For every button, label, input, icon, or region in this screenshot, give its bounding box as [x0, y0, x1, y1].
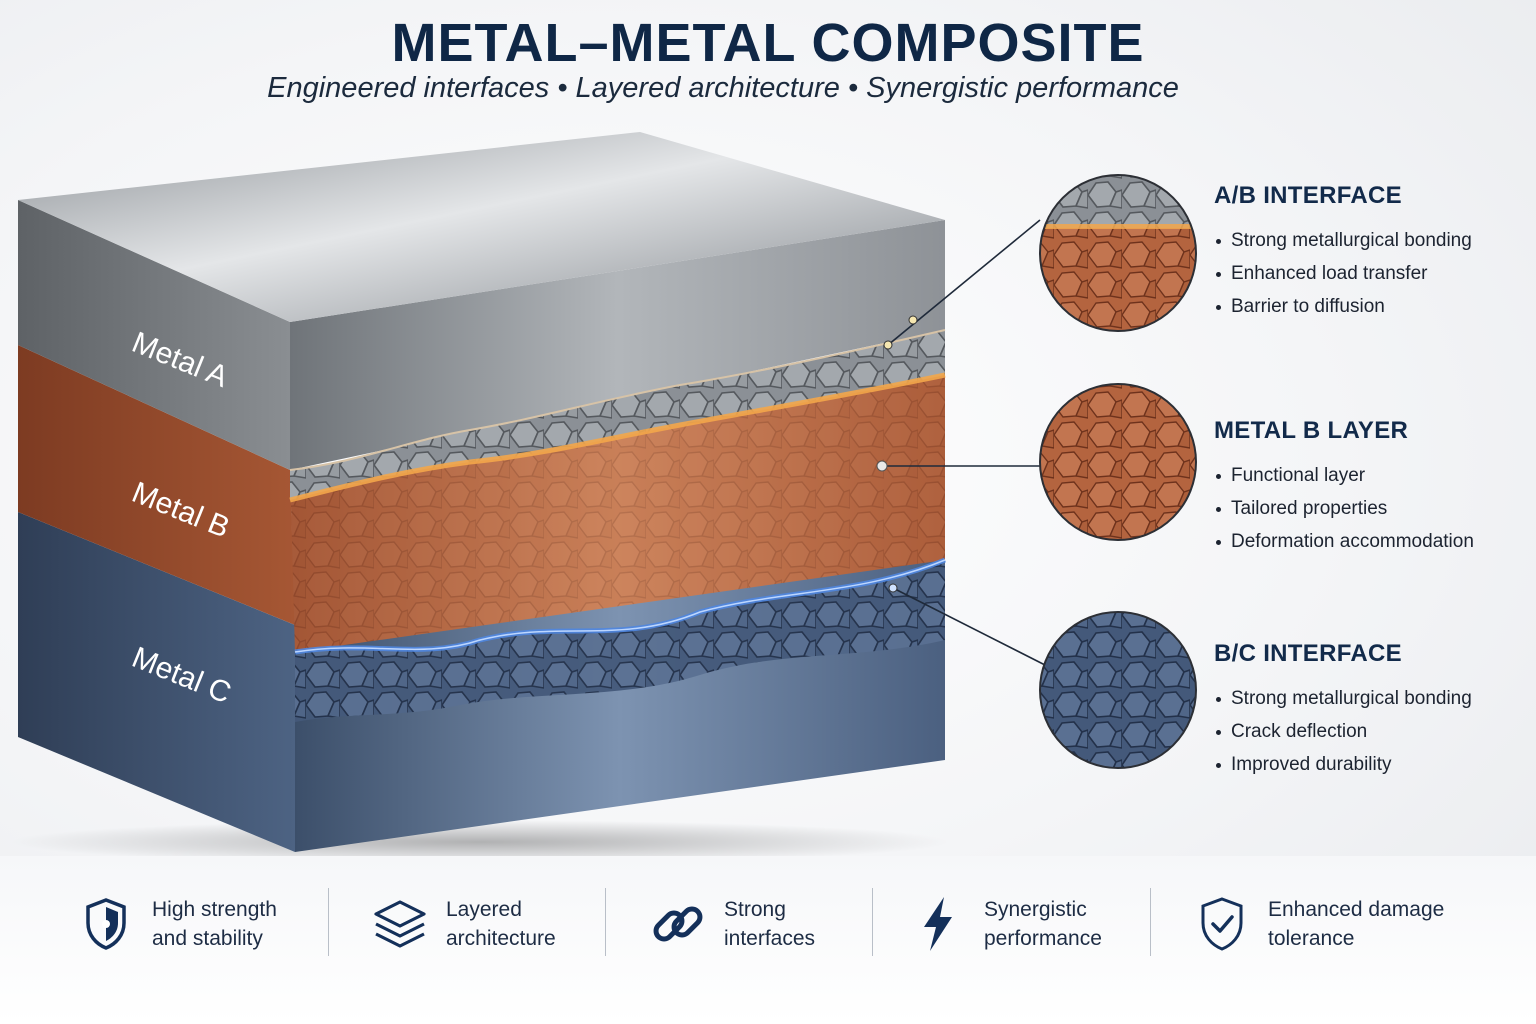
- callout-metal-b-layer: METAL B LAYER Functional layer Tailored …: [1214, 417, 1474, 558]
- feature-line: Layered: [446, 898, 522, 921]
- chain-link-icon: [650, 894, 706, 954]
- page-subtitle: Engineered interfaces • Layered architec…: [267, 72, 1179, 104]
- callout-ab-interface: A/B INTERFACE Strong metallurgical bondi…: [1214, 182, 1472, 323]
- metal-b-layer: [18, 345, 946, 655]
- feature-line: performance: [984, 927, 1102, 950]
- feature-high-strength: High strength and stability: [78, 888, 352, 960]
- marker-b: [876, 460, 888, 472]
- callout-title: A/B INTERFACE: [1214, 182, 1402, 209]
- list-item: Enhanced load transfer: [1214, 257, 1472, 290]
- feature-line: interfaces: [724, 927, 816, 950]
- list-item: Deformation accommodation: [1214, 525, 1474, 558]
- floor-shadow: [10, 820, 950, 860]
- feature-line: Strong: [724, 898, 786, 921]
- layers-icon: [372, 894, 428, 954]
- feature-layered-architecture: Layered architecture: [372, 888, 646, 960]
- list-item: Improved durability: [1214, 748, 1472, 781]
- shield-check-icon: [1194, 894, 1250, 954]
- list-item: Strong metallurgical bonding: [1214, 682, 1472, 715]
- divider: [605, 888, 606, 956]
- list-item: Functional layer: [1214, 459, 1474, 492]
- page-title: METAL–METAL COMPOSITE: [391, 13, 1145, 73]
- magnifier-ab: [1039, 174, 1197, 332]
- list-item: Barrier to diffusion: [1214, 290, 1472, 323]
- feature-line: Synergistic: [984, 898, 1087, 921]
- metal-a-layer: [18, 132, 946, 503]
- feature-line: architecture: [446, 927, 556, 950]
- feature-line: High strength: [152, 898, 277, 921]
- list-item: Tailored properties: [1214, 492, 1474, 525]
- divider: [872, 888, 873, 956]
- callout-title: METAL B LAYER: [1214, 417, 1409, 444]
- feature-synergistic-performance: Synergistic performance: [910, 888, 1184, 960]
- feature-strong-interfaces: Strong interfaces: [650, 888, 924, 960]
- divider: [1150, 888, 1151, 956]
- list-item: Strong metallurgical bonding: [1214, 224, 1472, 257]
- list-item: Crack deflection: [1214, 715, 1472, 748]
- marker-bc: [888, 583, 898, 593]
- feature-damage-tolerance: Enhanced damage tolerance: [1194, 888, 1508, 960]
- divider: [328, 888, 329, 956]
- leader-bc: [892, 587, 1046, 666]
- feature-bar: [0, 856, 1536, 1024]
- marker-ab-top: [908, 315, 918, 325]
- feature-line: and stability: [152, 927, 263, 950]
- shield-icon: [78, 894, 134, 954]
- callout-title: B/C INTERFACE: [1214, 640, 1402, 667]
- composite-illustration: Metal A Metal B Metal C: [10, 132, 1197, 860]
- magnifier-b: [1039, 383, 1197, 541]
- lightning-icon: [910, 894, 966, 954]
- feature-line: Enhanced damage: [1268, 898, 1445, 921]
- marker-ab: [883, 340, 893, 350]
- feature-line: tolerance: [1268, 927, 1355, 950]
- callout-bc-interface: B/C INTERFACE Strong metallurgical bondi…: [1214, 640, 1472, 781]
- magnifier-bc: [1039, 611, 1197, 769]
